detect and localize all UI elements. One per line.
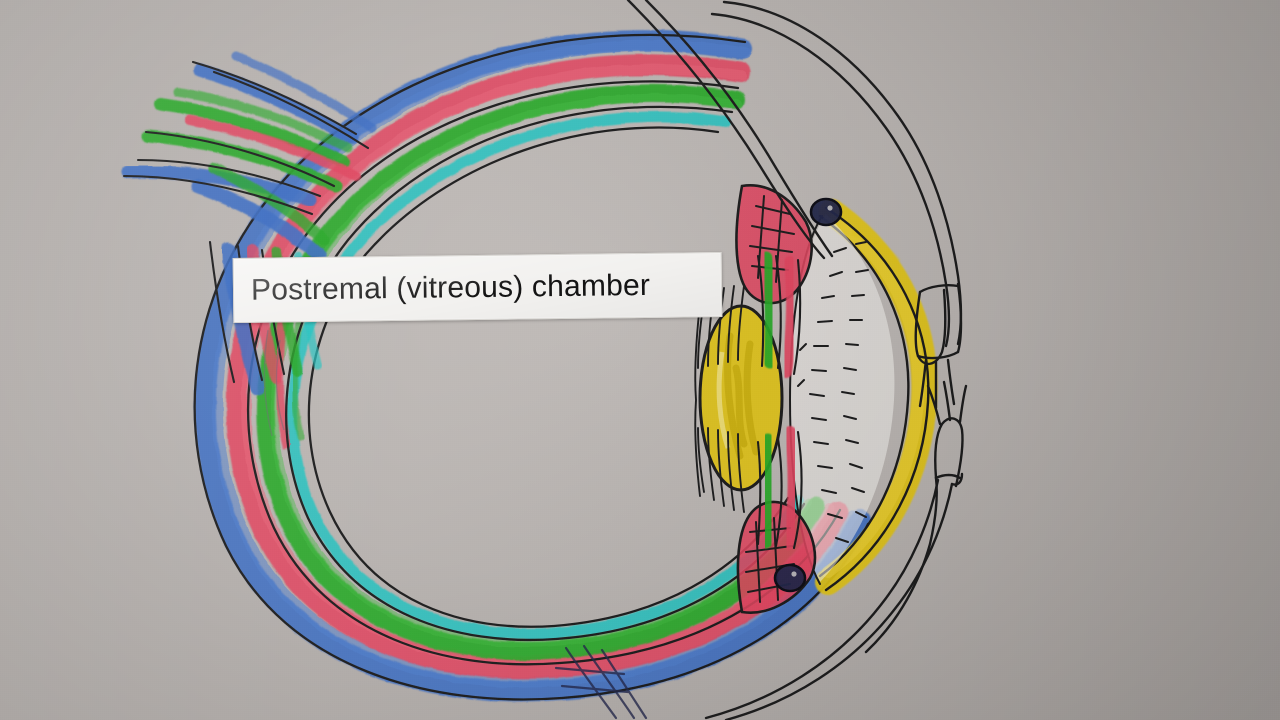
suspensory-ligaments <box>694 285 745 513</box>
vitreous-chamber-label-text: Postremal (vitreous) chamber <box>250 268 651 307</box>
globe-ink-outlines <box>193 33 870 701</box>
retina-layer <box>256 84 825 661</box>
faint-sketch-lines <box>263 329 285 437</box>
cornea-ink <box>818 206 930 592</box>
aqueous-humour-dashes <box>797 241 869 543</box>
sclera-layer <box>194 30 871 702</box>
inner-limiting-layer <box>286 111 804 640</box>
upper-eyelid <box>626 0 963 410</box>
vitreous-chamber-label: Postremal (vitreous) chamber <box>232 252 723 323</box>
lower-eyelid <box>704 380 968 720</box>
ciliary-hatch-upper <box>749 195 795 283</box>
cornea <box>815 199 938 595</box>
scleral-venous-sinus-upper <box>809 197 843 227</box>
stray-ink-marks <box>554 644 648 720</box>
scleral-venous-sinus-lower <box>773 563 807 593</box>
